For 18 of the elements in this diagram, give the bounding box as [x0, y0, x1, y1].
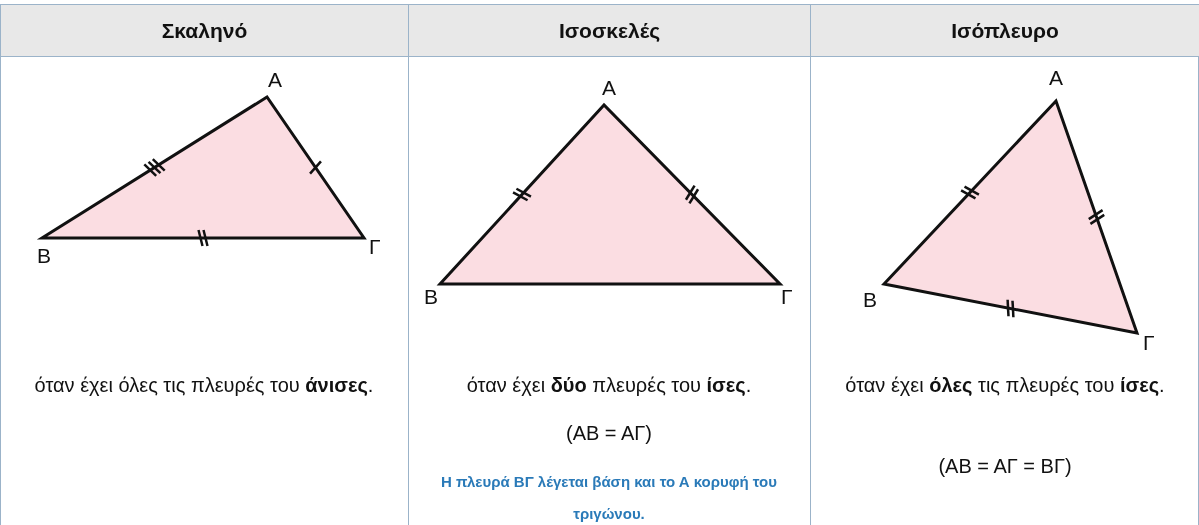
vertex-label: Β — [424, 285, 438, 309]
vertex-label: Α — [602, 76, 616, 100]
vertex-label: Α — [268, 68, 282, 92]
column-header: Σκαληνό — [1, 5, 408, 56]
column-header: Ισοσκελές — [409, 5, 810, 56]
definition-text: όταν έχει όλες τις πλευρές του ίσες. — [844, 373, 1166, 398]
vertex-label: Β — [37, 244, 51, 268]
vertex-label: Γ — [781, 285, 793, 309]
equality-text: (ΑΒ = ΑΓ = ΒΓ) — [937, 454, 1073, 479]
equality-text: (ΑΒ = ΑΓ) — [564, 421, 653, 446]
note-text: Η πλευρά ΒΓ λέγεται βάση και το Α κορυφή του τριγώνου. — [440, 472, 778, 524]
vertex-label: Α — [1049, 66, 1063, 90]
column-header: Ισόπλευρο — [811, 5, 1199, 56]
vertex-label: Γ — [369, 235, 381, 259]
definition-text: όταν έχει όλες τις πλευρές του άνισες. — [33, 373, 375, 398]
definition-text: όταν έχει δύο πλευρές του ίσες. — [465, 373, 753, 398]
vertex-label: Β — [863, 288, 877, 312]
vertex-label: Γ — [1143, 331, 1155, 355]
